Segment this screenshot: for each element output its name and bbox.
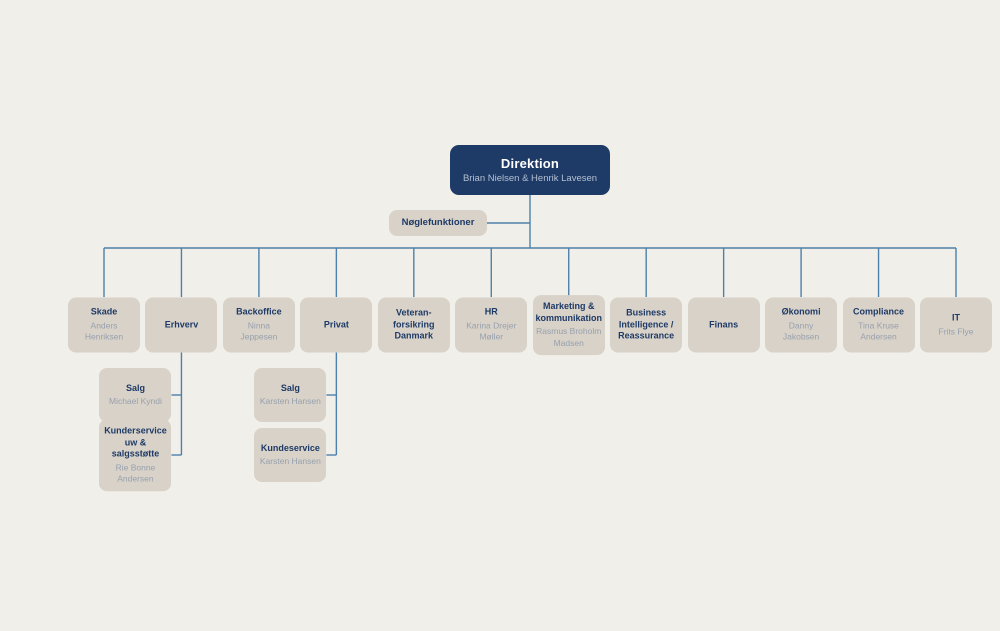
org-node-person: Anders Henriksen <box>84 320 124 342</box>
org-node-title: Erhverv <box>164 319 199 330</box>
org-node-title: Finans <box>709 319 739 330</box>
org-node-salg: Salg Michael Kyndi <box>99 368 172 422</box>
org-node-noeglefunktioner: Nøglefunktioner <box>389 210 487 236</box>
org-node-title: Salg <box>125 382 145 393</box>
org-node-title: Marketing & kommunikation <box>535 301 602 323</box>
org-node-it: IT Frits Flye <box>920 297 992 353</box>
org-node-compliance: Compliance Tina Kruse Andersen <box>842 297 915 353</box>
org-node-person: Karsten Hansen <box>259 456 321 467</box>
org-node-skade: Skade Anders Henriksen <box>68 297 140 353</box>
org-node-salg: Salg Karsten Hansen <box>254 368 327 422</box>
org-node-title: Kunderservice uw & salgsstøtte <box>104 425 167 459</box>
org-node-person: Ninna Jeppesen <box>240 320 278 342</box>
org-node-title: Salg <box>280 382 300 393</box>
org-node-title: Nøglefunktioner <box>401 216 475 228</box>
org-node-person: Tina Kruse Andersen <box>858 320 899 342</box>
org-node-title: Business Intelligence / Reassurance <box>618 307 675 341</box>
org-node-person: Michael Kyndi <box>108 396 162 407</box>
org-node-person: Brian Nielsen & Henrik Lavesen <box>462 173 598 184</box>
org-node-title: Direktion <box>500 156 560 171</box>
org-node-title: Backoffice <box>236 306 282 317</box>
org-node-person: Karsten Hansen <box>259 396 321 407</box>
org-node-title: HR <box>484 306 498 317</box>
org-node-kundeservice: Kundeservice Karsten Hansen <box>254 428 327 482</box>
org-node-title: Skade <box>90 306 118 317</box>
org-node-okonomi: Økonomi Danny Jakobsen <box>765 297 838 353</box>
org-node-title: Økonomi <box>781 306 821 317</box>
org-node-person: Karina Drejer Møller <box>466 320 517 342</box>
org-node-kunderservice-uw-salgsstotte: Kunderservice uw & salgsstøtte Rie Bonne… <box>99 419 172 491</box>
org-node-marketing-kommunikation: Marketing & kommunikation Rasmus Broholm… <box>532 295 605 355</box>
org-node-hr: HR Karina Drejer Møller <box>455 297 528 353</box>
org-node-person: Rie Bonne Andersen <box>115 462 156 484</box>
org-node-person: Frits Flye <box>938 326 974 337</box>
org-node-title: Privat <box>323 319 349 330</box>
org-node-person: Danny Jakobsen <box>782 320 820 342</box>
org-node-title: Compliance <box>853 306 905 317</box>
org-node-direktion: Direktion Brian Nielsen & Henrik Lavesen <box>450 145 610 195</box>
org-node-title: Kundeservice <box>260 442 320 453</box>
org-node-veteran-forsikring-danmark: Veteran- forsikring Danmark <box>377 297 450 353</box>
org-node-business-intelligence-reassurance: Business Intelligence / Reassurance <box>610 297 683 353</box>
org-node-person: Rasmus Broholm Madsen <box>536 326 602 348</box>
org-node-erhverv: Erhverv <box>145 297 218 353</box>
org-node-backoffice: Backoffice Ninna Jeppesen <box>222 297 295 353</box>
org-node-finans: Finans <box>687 297 760 353</box>
org-node-privat: Privat <box>300 297 373 353</box>
org-node-title: IT <box>952 312 960 323</box>
org-node-title: Veteran- forsikring Danmark <box>393 307 435 341</box>
